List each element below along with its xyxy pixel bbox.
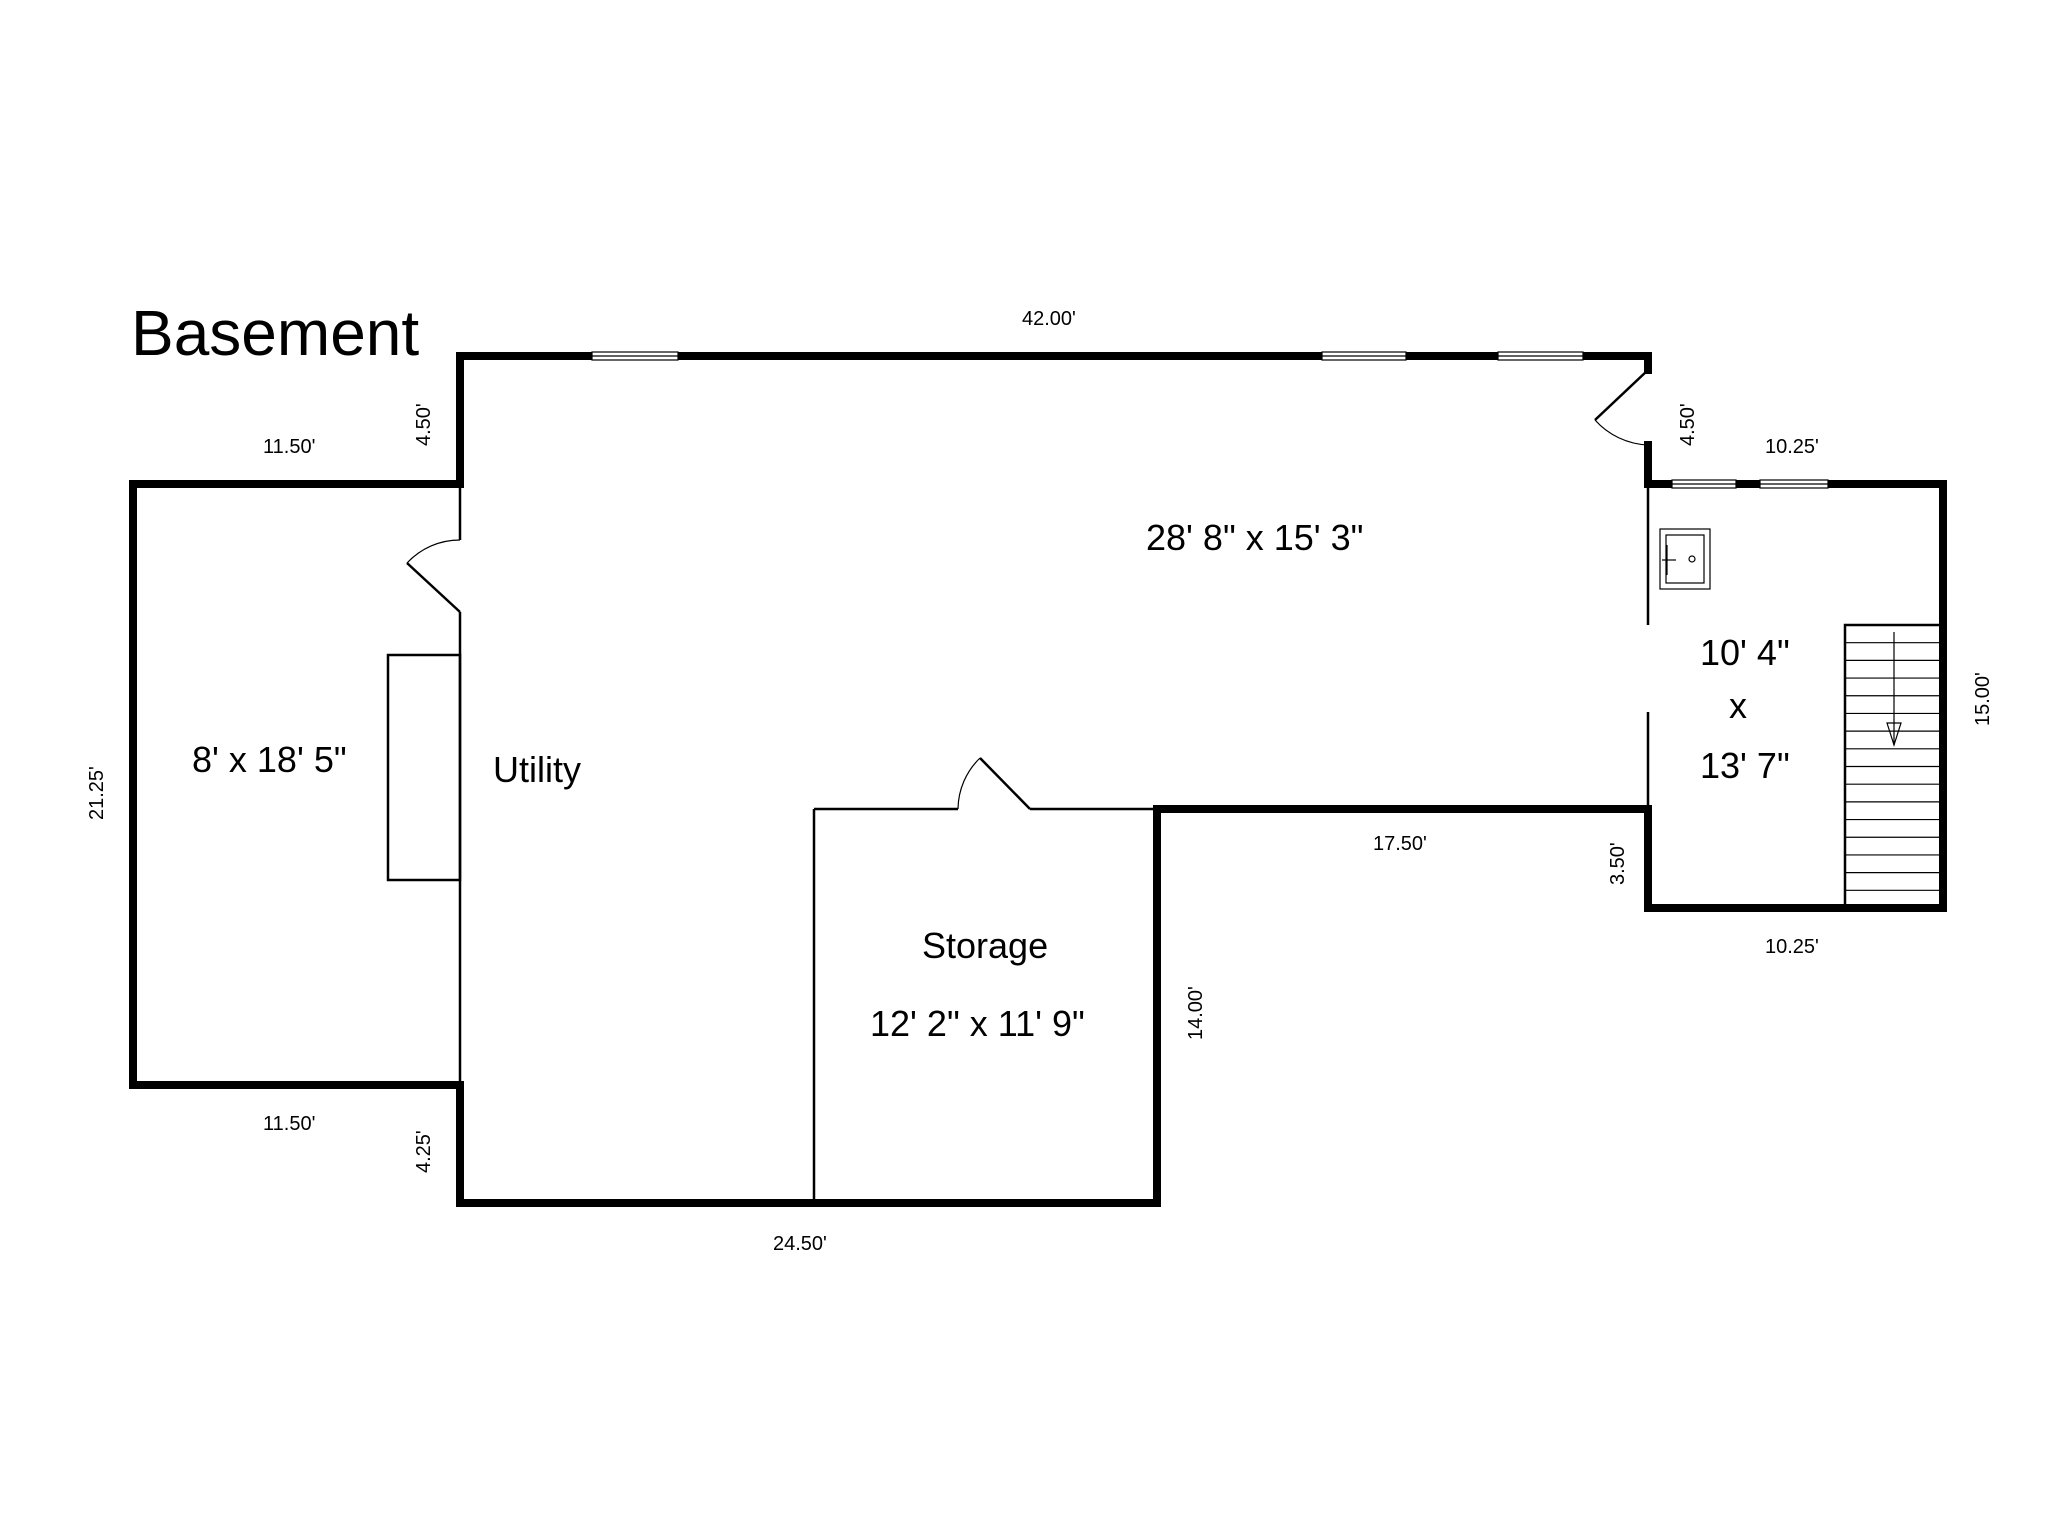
storage-size: 12' 2" x 11' 9": [870, 1003, 1085, 1044]
closet: [386, 653, 462, 882]
sink-icon: [1659, 528, 1711, 590]
doors: [406, 369, 1649, 810]
exterior-walls: [129, 352, 1947, 1207]
windows: [591, 351, 1829, 489]
left-room-size: 8' x 18' 5": [192, 739, 347, 780]
dim-storage-side: 14.00': [1185, 986, 1207, 1040]
dim-stair-bottom: 10.25': [1765, 936, 1819, 958]
dim-left-top: 11.50': [263, 436, 315, 458]
dim-left-bottom: 11.50': [263, 1113, 315, 1135]
stair-room-size-line2: x: [1729, 685, 1747, 726]
storage-label: Storage: [922, 925, 1048, 966]
dim-top: 42.00': [1022, 308, 1076, 330]
main-room-size: 28' 8" x 15' 3": [1146, 517, 1363, 558]
dim-stair-vert: 3.50': [1607, 842, 1629, 885]
interior-walls: [458, 484, 1650, 1203]
dim-right-side: 15.00': [1972, 672, 1994, 726]
dim-bottom: 24.50': [773, 1233, 827, 1255]
stair-room-size-line1: 10' 4": [1700, 632, 1790, 673]
dim-top-right-vert: 4.50': [1677, 403, 1699, 446]
utility-label: Utility: [493, 749, 581, 790]
dim-left-side: 21.25': [86, 766, 108, 820]
dim-mid-bottom: 17.50': [1373, 833, 1427, 855]
plan-title: Basement: [131, 297, 419, 369]
dim-stair-top: 10.25': [1765, 436, 1819, 458]
stair-direction-arrow-icon: [1886, 632, 1902, 747]
stair-room-size-line3: 13' 7": [1700, 745, 1790, 786]
dim-bottom-left-vert: 4.25': [413, 1130, 435, 1173]
dim-top-left-vert: 4.50': [413, 403, 435, 446]
